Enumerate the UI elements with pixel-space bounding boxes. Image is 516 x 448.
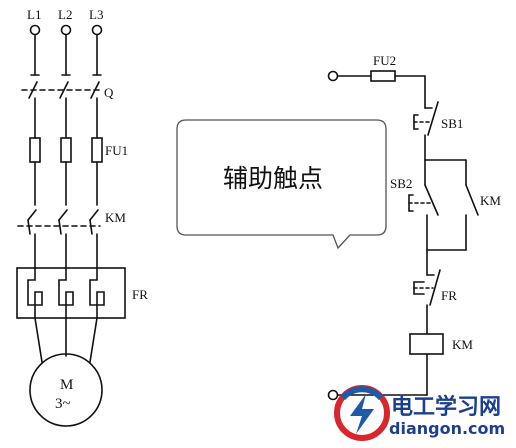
contactor-coil-km [409, 333, 444, 355]
start-button-sb2 [408, 159, 439, 251]
label-l2: L2 [58, 7, 72, 22]
km-aux-contact [465, 184, 479, 251]
thermal-element-l2 [58, 267, 74, 319]
motor-lead-1 [34, 317, 43, 363]
watermark-title: 电工学习网 [391, 394, 501, 420]
label-km-aux: KM [480, 193, 501, 208]
fuse-fu2 [370, 70, 396, 82]
label-km-coil: KM [452, 337, 473, 352]
thermal-relay-fr-contact [413, 269, 441, 335]
label-fu2: FU2 [373, 53, 396, 68]
label-motor-phase: 3~ [55, 396, 71, 412]
label-fr-ctrl: FR [441, 288, 457, 303]
fuse-fu1-l2 [60, 137, 72, 163]
watermark-logo: 电工学习网 diangon.com [334, 385, 505, 441]
stop-button-sb1 [413, 101, 439, 136]
label-sb1: SB1 [441, 116, 463, 131]
motor-lead-3 [89, 317, 98, 363]
thermal-element-l1 [27, 267, 43, 319]
callout-bubble: 辅助触点 [176, 119, 387, 250]
label-sb2: SB2 [390, 176, 412, 191]
label-km-main: KM [105, 210, 126, 225]
label-l3: L3 [89, 7, 103, 22]
callout-text: 辅助触点 [223, 164, 323, 193]
label-q: Q [104, 85, 114, 100]
thermal-relay-fr-block [16, 267, 126, 319]
phase-l2-line [58, 24, 72, 269]
fuse-fu1-l3 [91, 137, 103, 163]
label-fr-main: FR [132, 287, 148, 302]
thermal-element-l3 [89, 267, 105, 319]
lightning-logo-icon [334, 385, 390, 441]
watermark-url: diangon.com [389, 419, 505, 438]
phase-l1-line [27, 24, 41, 269]
phase-l3-line [89, 24, 103, 269]
label-motor-m: M [60, 377, 73, 393]
label-fu1: FU1 [105, 143, 128, 158]
control-terminal-top [327, 70, 339, 82]
fuse-fu1-l1 [29, 137, 41, 163]
label-l1: L1 [27, 7, 41, 22]
motor-m [29, 353, 103, 427]
control-terminal-bottom [327, 389, 339, 401]
